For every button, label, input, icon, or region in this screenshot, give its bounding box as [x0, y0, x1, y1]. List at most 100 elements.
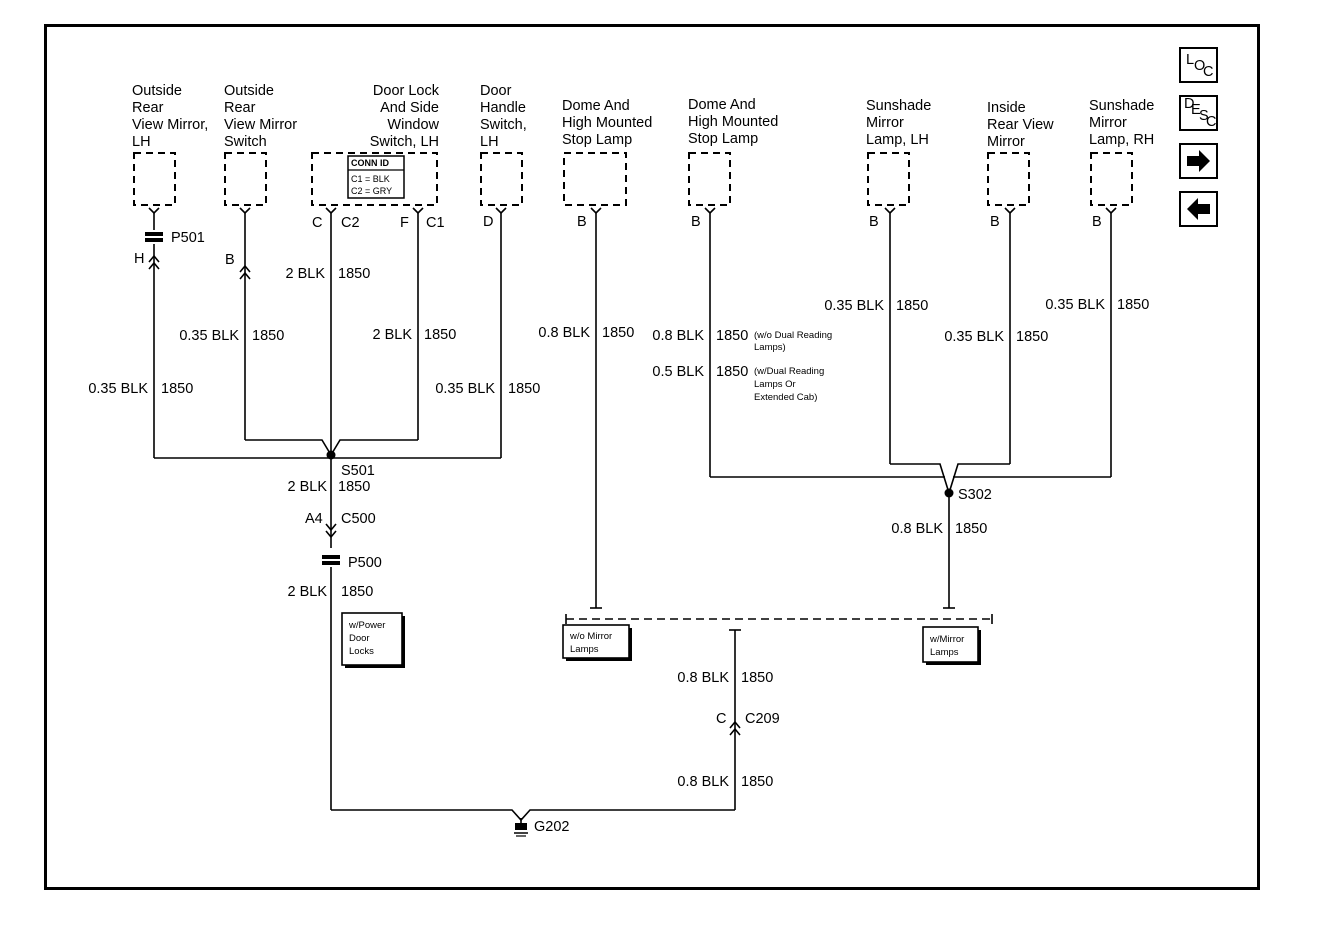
svg-text:0.35 BLK: 0.35 BLK — [944, 329, 1004, 345]
component-box-sunshade-lh — [867, 152, 910, 206]
svg-text:Mirror: Mirror — [987, 134, 1025, 150]
svg-text:0.5 BLK: 0.5 BLK — [652, 364, 704, 380]
pin-labels: H B C C2 F C1 D B B B B B A4 C — [134, 214, 1102, 727]
option-box-w-mirror-lamps: w/Mirror Lamps — [922, 626, 981, 665]
component-box-mirror-lh — [133, 152, 176, 206]
svg-text:Rear: Rear — [224, 100, 256, 116]
svg-text:B: B — [225, 252, 235, 268]
svg-text:0.8 BLK: 0.8 BLK — [677, 670, 729, 686]
label-sunshade-mirror-lamp-rh: Sunshade Mirror Lamp, RH — [1089, 98, 1154, 148]
svg-text:G202: G202 — [534, 819, 569, 835]
svg-text:Mirror: Mirror — [866, 115, 904, 131]
svg-text:Lamps: Lamps — [570, 644, 599, 655]
svg-text:0.8 BLK: 0.8 BLK — [538, 325, 590, 341]
svg-text:LH: LH — [132, 134, 151, 150]
option-box-power-door-locks: w/Power Door Locks — [341, 612, 405, 668]
svg-text:A4: A4 — [305, 511, 323, 527]
svg-text:F: F — [400, 215, 409, 231]
svg-text:C: C — [716, 711, 726, 727]
location-button[interactable]: L O C — [1179, 47, 1218, 83]
svg-text:1850: 1850 — [338, 266, 370, 282]
svg-text:Lamp, LH: Lamp, LH — [866, 132, 929, 148]
pin-terminals — [148, 207, 1117, 215]
component-box-sunshade-rh — [1090, 152, 1133, 206]
svg-text:1850: 1850 — [161, 381, 193, 397]
svg-text:Dome And: Dome And — [688, 97, 756, 113]
component-box-dome-2 — [688, 152, 731, 206]
description-button[interactable]: D E S C — [1179, 95, 1218, 131]
component-box-door-lock — [311, 152, 438, 206]
svg-text:0.35 BLK: 0.35 BLK — [824, 298, 884, 314]
svg-text:(w/Dual Reading: (w/Dual Reading — [754, 366, 824, 377]
wire-notes: (w/o Dual Reading Lamps) (w/Dual Reading… — [754, 330, 832, 403]
svg-text:Sunshade: Sunshade — [866, 98, 931, 114]
svg-text:H: H — [134, 251, 144, 267]
svg-text:1850: 1850 — [716, 328, 748, 344]
svg-text:Door: Door — [480, 83, 512, 99]
svg-text:And Side: And Side — [380, 100, 439, 116]
svg-text:P501: P501 — [171, 230, 205, 246]
svg-text:B: B — [990, 214, 1000, 230]
svg-text:L: L — [1186, 52, 1194, 68]
svg-text:C209: C209 — [745, 711, 780, 727]
svg-text:0.8 BLK: 0.8 BLK — [652, 328, 704, 344]
svg-text:1850: 1850 — [716, 364, 748, 380]
svg-text:2 BLK: 2 BLK — [288, 584, 328, 600]
svg-text:O: O — [1194, 58, 1205, 74]
svg-text:Switch, LH: Switch, LH — [370, 134, 439, 150]
svg-text:C2: C2 — [341, 215, 360, 231]
svg-text:0.35 BLK: 0.35 BLK — [179, 328, 239, 344]
svg-text:Lamps): Lamps) — [754, 342, 786, 353]
label-outside-rear-view-mirror-lh: Outside Rear View Mirror, LH — [132, 83, 208, 150]
svg-text:Inside: Inside — [987, 100, 1026, 116]
svg-text:1850: 1850 — [424, 327, 456, 343]
next-page-button[interactable] — [1179, 143, 1218, 179]
svg-text:Outside: Outside — [224, 83, 274, 99]
component-box-door-handle — [480, 152, 523, 206]
svg-text:(w/o Dual Reading: (w/o Dual Reading — [754, 330, 832, 341]
svg-text:High Mounted: High Mounted — [562, 115, 652, 131]
svg-text:B: B — [691, 214, 701, 230]
svg-text:Rear: Rear — [132, 100, 164, 116]
svg-text:Door: Door — [349, 633, 370, 644]
conn-id-box: CONN ID C1 = BLK C2 = GRY — [347, 155, 405, 199]
svg-text:w/o Mirror: w/o Mirror — [569, 631, 612, 642]
svg-text:C500: C500 — [341, 511, 376, 527]
option-box-wo-mirror-lamps: w/o Mirror Lamps — [562, 624, 632, 661]
svg-text:Window: Window — [387, 117, 439, 133]
svg-text:Stop Lamp: Stop Lamp — [688, 131, 758, 147]
svg-text:1850: 1850 — [741, 670, 773, 686]
svg-text:0.35 BLK: 0.35 BLK — [88, 381, 148, 397]
svg-text:Outside: Outside — [132, 83, 182, 99]
svg-text:0.35 BLK: 0.35 BLK — [435, 381, 495, 397]
label-sunshade-mirror-lamp-lh: Sunshade Mirror Lamp, LH — [866, 98, 931, 148]
splice-s302-dot — [944, 488, 954, 498]
svg-text:Stop Lamp: Stop Lamp — [562, 132, 632, 148]
svg-text:Extended Cab): Extended Cab) — [754, 392, 817, 403]
svg-text:Switch,: Switch, — [480, 117, 527, 133]
svg-text:2 BLK: 2 BLK — [286, 266, 326, 282]
arrow-left-icon — [1187, 198, 1210, 220]
wires-left-group — [145, 212, 735, 822]
component-box-inside-mirror — [987, 152, 1030, 206]
label-inside-rear-view-mirror: Inside Rear View Mirror — [987, 100, 1054, 150]
svg-text:1850: 1850 — [341, 584, 373, 600]
svg-text:0.8 BLK: 0.8 BLK — [891, 521, 943, 537]
svg-text:S501: S501 — [341, 463, 375, 479]
component-box-mirror-switch — [224, 152, 267, 206]
svg-text:1850: 1850 — [741, 774, 773, 790]
svg-text:D: D — [483, 214, 493, 230]
svg-text:Locks: Locks — [349, 646, 374, 657]
svg-text:1850: 1850 — [252, 328, 284, 344]
svg-text:Switch: Switch — [224, 134, 267, 150]
prev-page-button[interactable] — [1179, 191, 1218, 227]
label-outside-rear-view-mirror-switch: Outside Rear View Mirror Switch — [224, 83, 297, 150]
svg-text:P500: P500 — [348, 555, 382, 571]
svg-text:View Mirror: View Mirror — [224, 117, 297, 133]
svg-text:C1 = BLK: C1 = BLK — [351, 174, 390, 184]
svg-text:0.8 BLK: 0.8 BLK — [677, 774, 729, 790]
connector-labels: P501 S501 C500 P500 S302 C209 G202 — [171, 230, 992, 835]
label-door-lock-window-switch-lh: Door Lock And Side Window Switch, LH — [370, 83, 440, 150]
svg-text:w/Power: w/Power — [348, 620, 385, 631]
